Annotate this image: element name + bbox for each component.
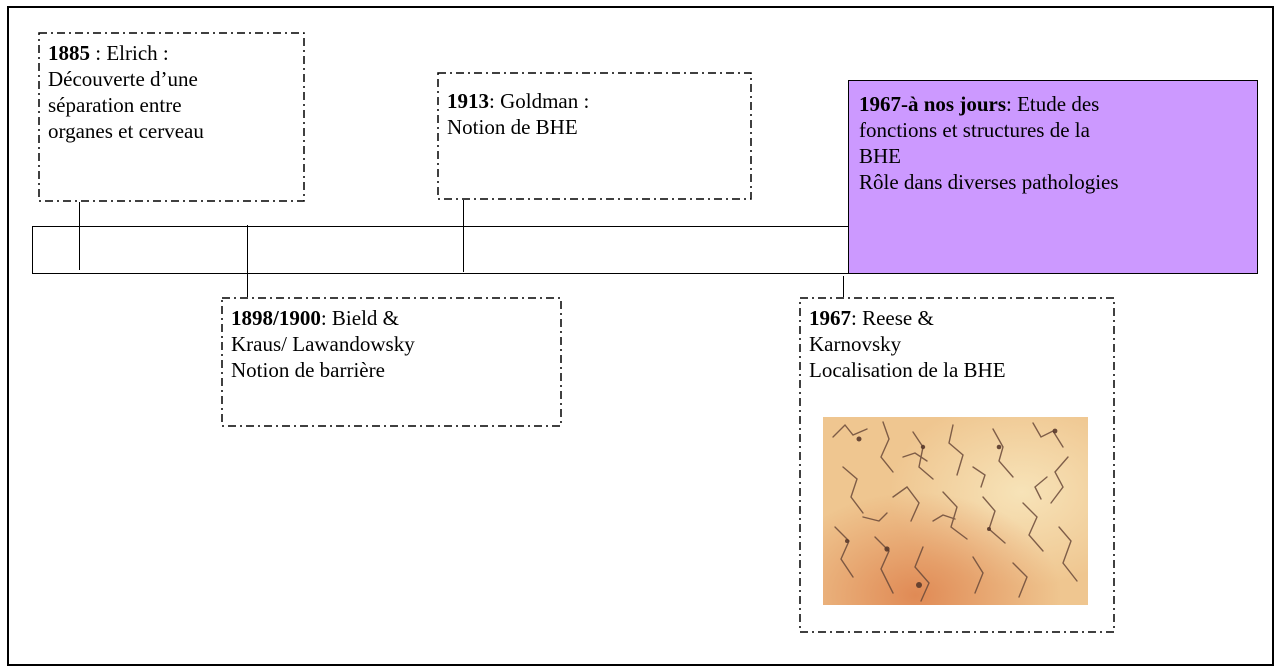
event-title-line: 1913: Goldman : [447,88,744,114]
event-text: Kraus/ Lawandowsky [231,332,415,356]
event-title-line: 1967: Reese & [809,305,1107,331]
event-box-1885: 1885 : Elrich : Découverte d’une séparat… [38,32,305,202]
event-text: : Etude des [1006,92,1100,116]
event-box-1913: 1913: Goldman : Notion de BHE [437,72,752,200]
micrograph-drawing [823,417,1088,605]
blood-brain-barrier-micrograph [823,417,1088,605]
event-text: Notion de BHE [447,115,578,139]
event-text: Notion de barrière [231,358,385,382]
event-year: 1913 [447,89,489,113]
event-title-line: 1898/1900: Bield & [231,305,554,331]
event-box-1967-present: 1967-à nos jours: Etude des fonctions et… [848,80,1258,274]
event-text: : Elrich : [90,41,169,65]
connector-1885 [79,198,80,270]
event-year: 1898/1900 [231,306,321,330]
event-text: : Goldman : [489,89,590,113]
event-text: BHE [859,144,901,168]
event-text: Découverte d’une [48,67,198,91]
event-text: : Bield & [320,306,400,330]
connector-1898 [247,225,248,299]
event-year: 1967 [809,306,851,330]
event-title-line: 1885 : Elrich : [48,40,297,66]
event-text: : Reese & [851,306,934,330]
event-text: Localisation de la BHE [809,358,1006,382]
event-year: 1885 [48,41,90,65]
event-title-line: 1967-à nos jours: Etude des [859,91,1247,117]
event-year: 1967-à nos jours [859,92,1007,116]
event-text: fonctions et structures de la [859,118,1090,142]
event-text: Karnovsky [809,332,902,356]
event-box-1898: 1898/1900: Bield & Kraus/ Lawandowsky No… [221,297,562,427]
event-text: organes et cerveau [48,119,204,143]
event-text: séparation entre [48,93,182,117]
connector-1967 [843,276,844,298]
connector-1913 [463,198,464,272]
event-text: Rôle dans diverses pathologies [859,170,1119,194]
